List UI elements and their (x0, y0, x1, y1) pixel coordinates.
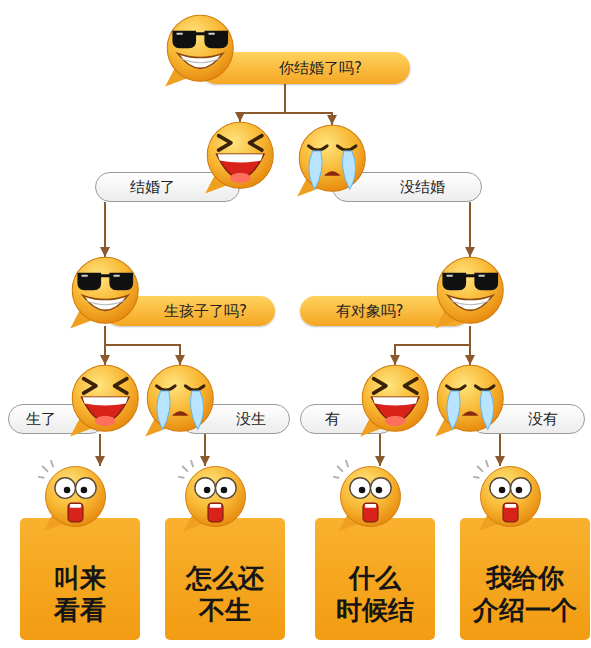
question-text: 有对象吗? (336, 302, 404, 321)
flow-arrow (240, 84, 285, 122)
text-holder: 什么 时候结 (315, 518, 435, 640)
reply-text: 什么 时候结 (331, 562, 419, 627)
flow-node: 没生 (147, 365, 290, 434)
text-holder: 没生 (180, 404, 290, 434)
emoji-face (333, 459, 408, 534)
question-text: 没结婚 (400, 178, 445, 197)
emoji-shape (205, 122, 273, 193)
emoji-shape (70, 257, 138, 328)
reply-text: 叫来 看看 (49, 562, 111, 627)
text-holder: 生了 (8, 404, 105, 434)
flow-node: 生孩子了吗? (72, 257, 275, 326)
emoji-shape (435, 257, 503, 328)
flow-node: 你结婚了吗? (167, 15, 410, 84)
flow-arrow (285, 84, 332, 125)
flow-arrow (204, 434, 206, 466)
flow-arrow (395, 326, 470, 365)
flow-arrow (99, 434, 101, 466)
emoji-face (178, 459, 253, 534)
emoji-face (199, 114, 282, 197)
emoji-shape (178, 460, 245, 530)
text-holder: 没有 (470, 404, 585, 434)
question-text: 生了 (26, 410, 56, 429)
emoji-shape (297, 125, 365, 196)
flow-node: 叫来 看看 (20, 466, 140, 640)
text-holder: 叫来 看看 (20, 518, 140, 640)
flow-arrow (105, 326, 180, 365)
emoji-face (159, 7, 242, 90)
emoji-face (64, 249, 147, 332)
flow-arrow (469, 202, 471, 257)
flow-node: 什么 时候结 (315, 466, 435, 640)
emoji-face (429, 249, 512, 332)
flow-node: 结婚了 (95, 122, 273, 202)
emoji-face (429, 357, 512, 440)
text-holder: 有 (300, 404, 395, 434)
flow-node: 怎么还 不生 (165, 466, 285, 640)
text-holder: 我给你 介绍一个 (460, 518, 590, 640)
emoji-shape (70, 365, 138, 436)
emoji-face (64, 357, 147, 440)
text-holder: 生孩子了吗? (105, 296, 275, 326)
flow-arrow (469, 326, 471, 365)
emoji-shape (473, 460, 540, 530)
emoji-face (354, 357, 437, 440)
emoji-shape (165, 15, 233, 86)
flow-node: 有 (300, 365, 428, 434)
flow-arrow (104, 202, 106, 257)
emoji-face (38, 459, 113, 534)
emoji-face (139, 357, 222, 440)
flow-node: 没结婚 (299, 125, 482, 202)
text-holder: 怎么还 不生 (165, 518, 285, 640)
question-text: 没有 (528, 410, 558, 429)
emoji-face (473, 459, 548, 534)
flow-arrow (379, 434, 381, 466)
text-holder: 你结婚了吗? (200, 52, 410, 84)
emoji-face (291, 117, 374, 200)
emoji-shape (435, 365, 503, 436)
question-text: 有 (325, 410, 340, 429)
emoji-shape (145, 365, 213, 436)
flow-node: 没有 (437, 365, 585, 434)
question-text: 结婚了 (130, 178, 175, 197)
reply-text: 怎么还 不生 (181, 562, 269, 627)
emoji-shape (360, 365, 428, 436)
flow-node: 我给你 介绍一个 (460, 466, 590, 640)
flow-node: 有对象吗? (300, 257, 503, 326)
flow-node: 生了 (8, 365, 138, 434)
emoji-shape (333, 460, 400, 530)
question-text: 生孩子了吗? (164, 302, 247, 321)
question-text: 你结婚了吗? (279, 59, 362, 78)
question-text: 没生 (236, 410, 266, 429)
text-holder: 结婚了 (95, 172, 240, 202)
text-holder: 有对象吗? (300, 296, 470, 326)
reply-text: 我给你 介绍一个 (468, 562, 582, 627)
text-holder: 没结婚 (332, 172, 482, 202)
flow-arrow (499, 434, 501, 466)
emoji-shape (38, 460, 105, 530)
